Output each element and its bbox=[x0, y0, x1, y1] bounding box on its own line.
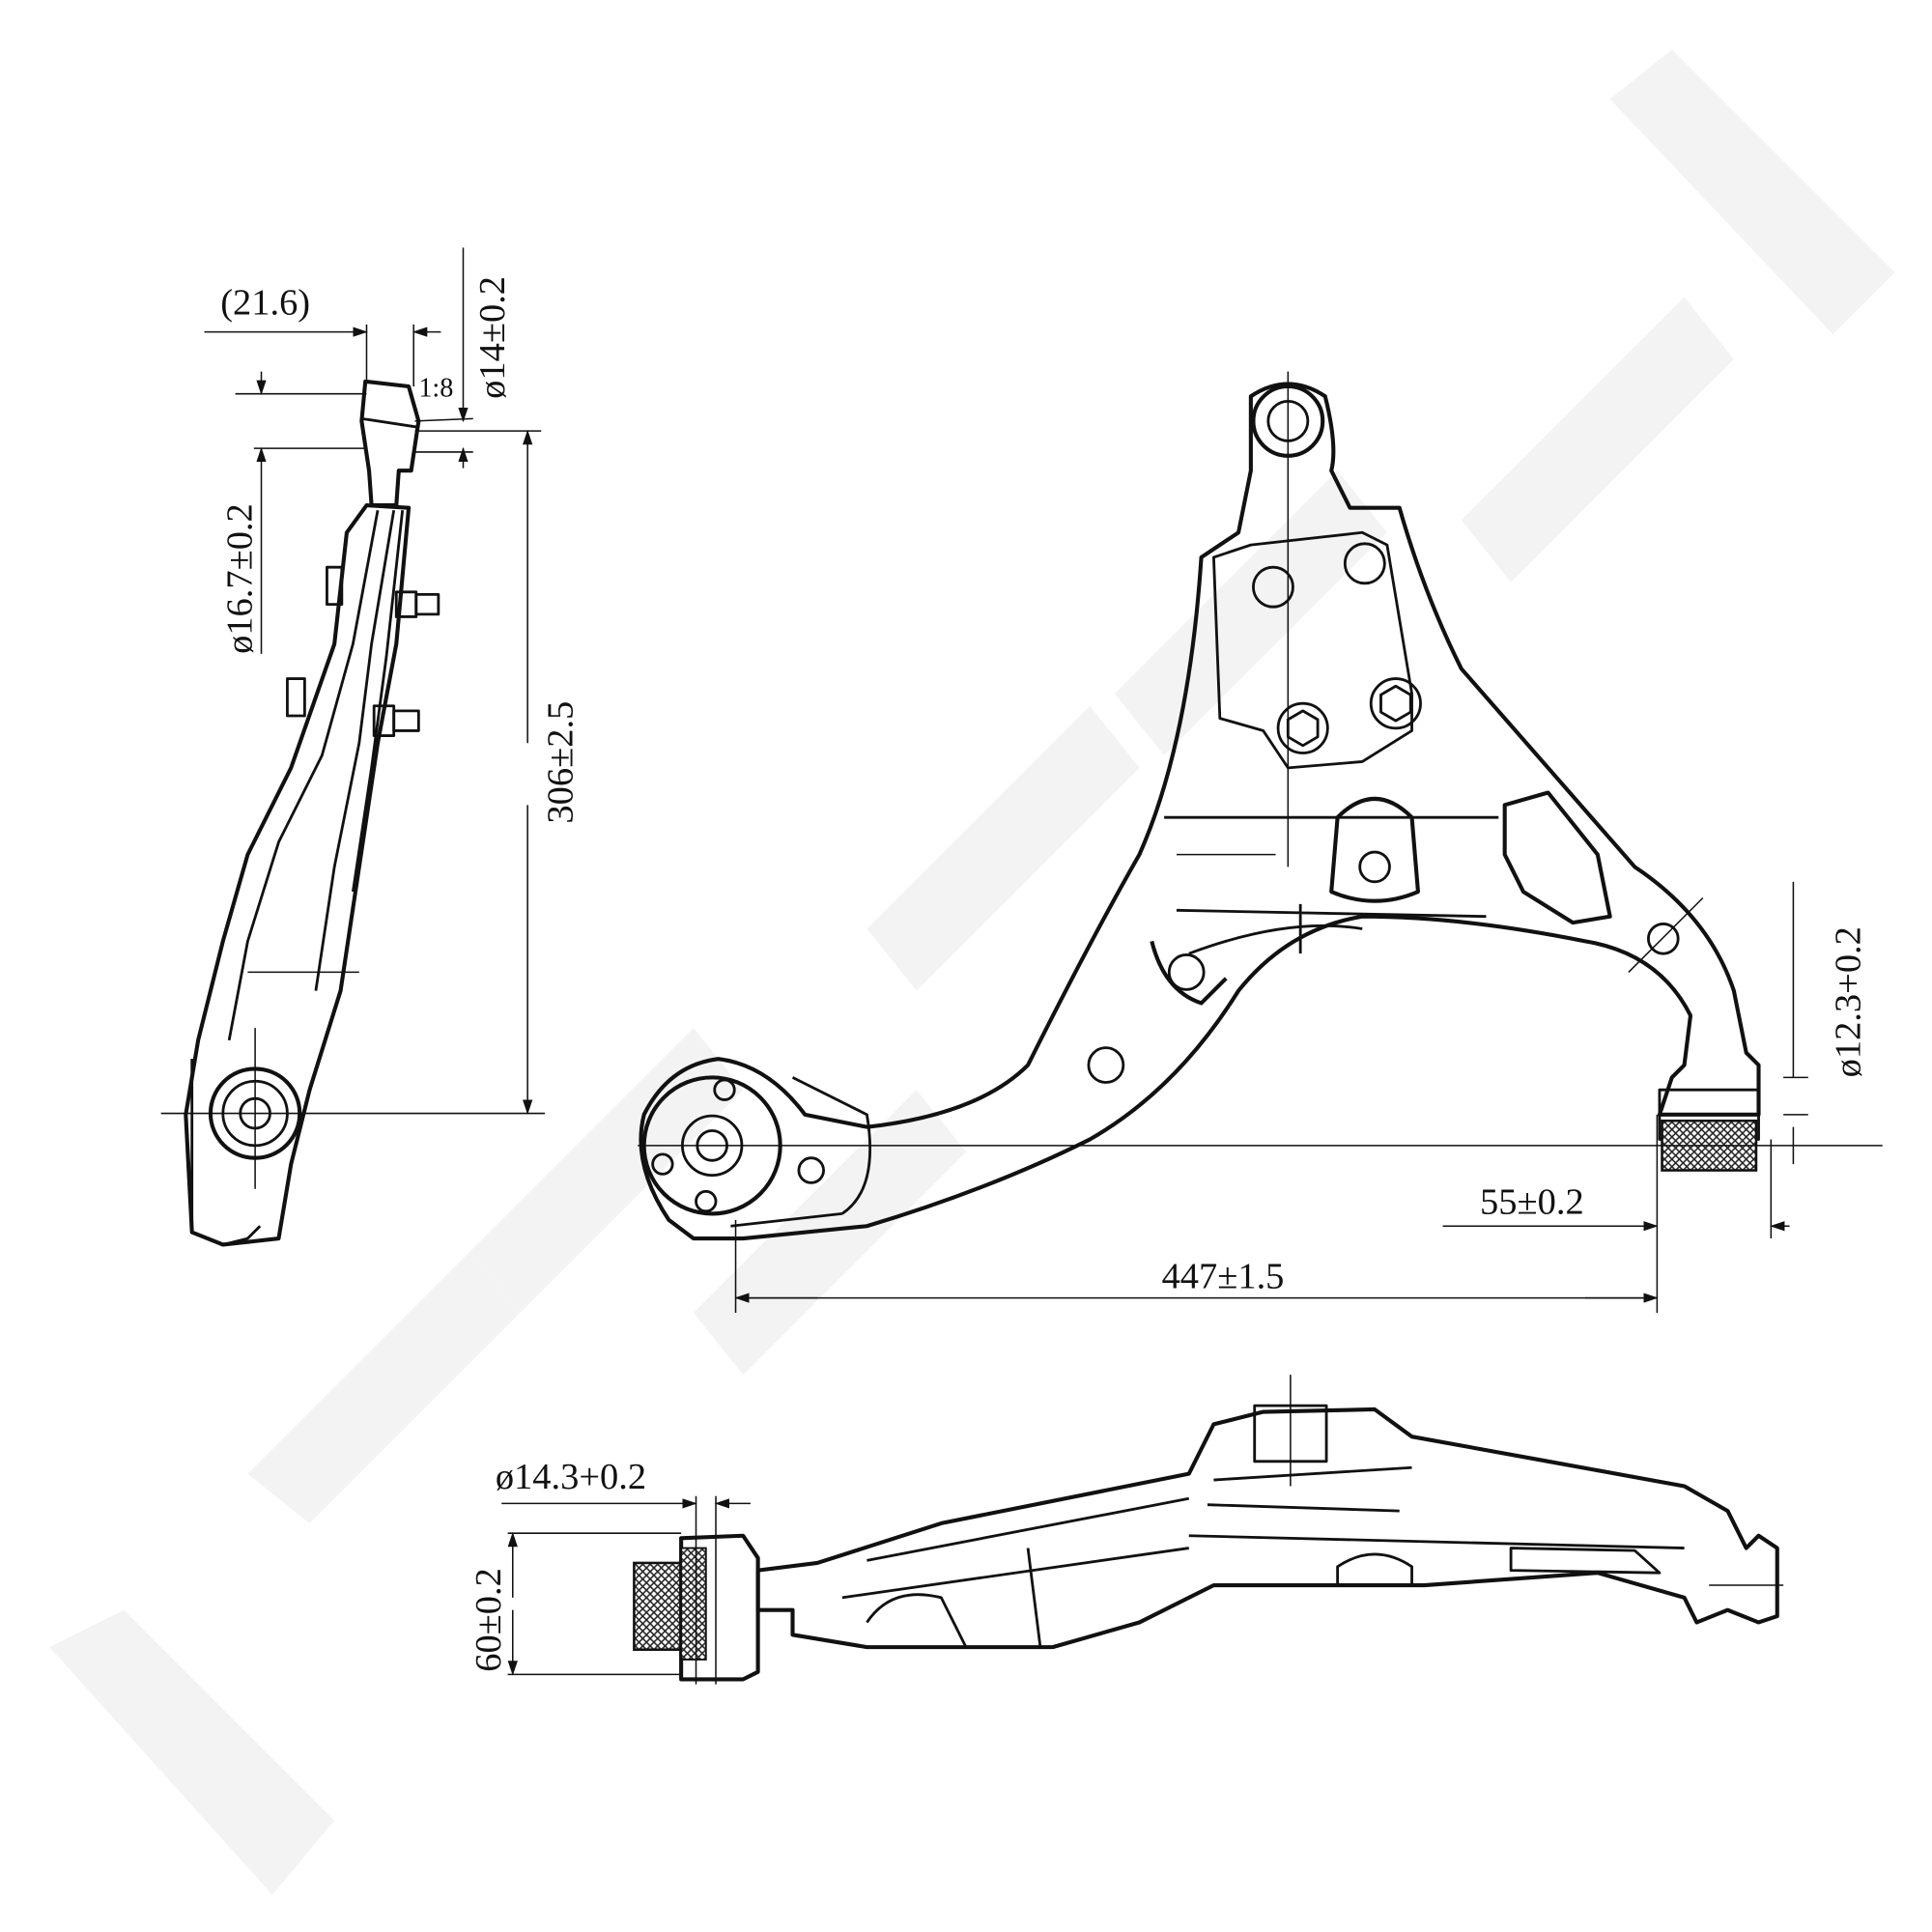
top-view-dimensions: ø12.3+0.2 55±0.2 447±1.5 bbox=[734, 881, 1869, 1313]
front-view-dimensions: ø14.3+0.2 60±0.2 bbox=[469, 1457, 751, 1685]
dim-front-bushing-dia-label: ø14.3+0.2 bbox=[496, 1457, 646, 1497]
dim-ball-stud-dia-2-label: ø16.7±0.2 bbox=[219, 503, 260, 654]
dim-center-distance-label: 447±1.5 bbox=[1162, 1256, 1285, 1296]
dim-length-label: 306±2.5 bbox=[540, 701, 581, 824]
dim-rear-bushing-width-label: 55±0.2 bbox=[1480, 1181, 1584, 1222]
top-view bbox=[638, 371, 1883, 1241]
front-view bbox=[633, 1375, 1784, 1682]
dim-offset-label: (21.6) bbox=[220, 283, 310, 324]
dim-rear-bushing-dia-label: ø12.3+0.2 bbox=[1829, 926, 1869, 1077]
dim-front-bushing-width-label: 60±0.2 bbox=[469, 1568, 509, 1672]
watermark-logo bbox=[49, 49, 1895, 1895]
side-view bbox=[160, 379, 546, 1247]
dim-taper-label: 1:8 bbox=[418, 373, 453, 403]
dim-ball-stud-dia-label: ø14±0.2 bbox=[472, 276, 513, 399]
side-view-dimensions: (21.6) 1:8 ø14±0.2 ø16.7±0.2 306±2.5 bbox=[204, 247, 581, 1115]
